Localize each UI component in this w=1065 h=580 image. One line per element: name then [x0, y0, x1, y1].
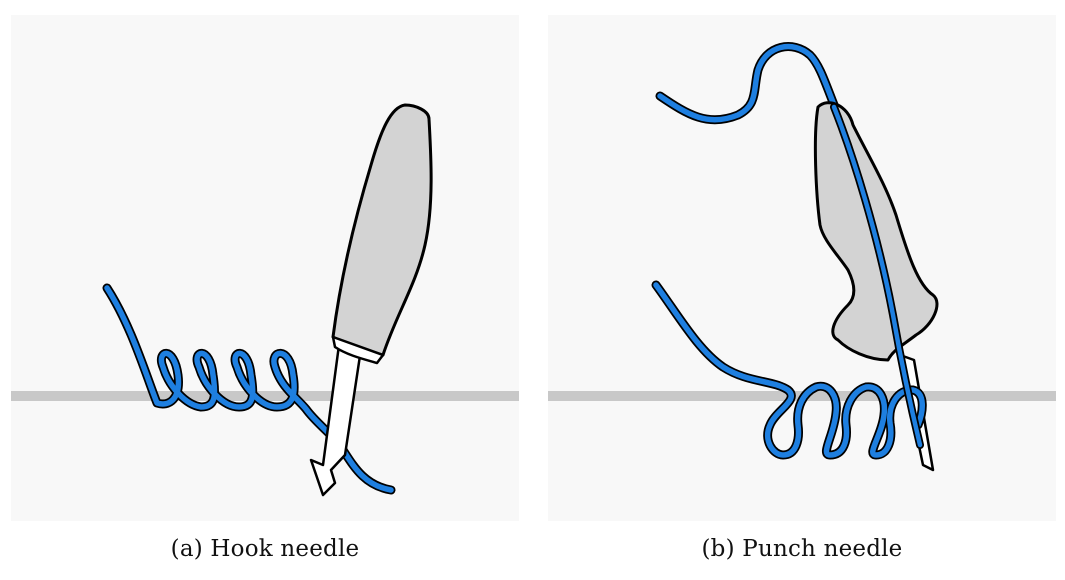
punch-needle-diagram	[548, 42, 1056, 472]
needle-shaft	[309, 343, 363, 497]
hook-needle-panel	[11, 15, 519, 521]
punch-needle-panel	[548, 15, 1056, 521]
caption-hook-needle: (a) Hook needle	[170, 536, 360, 562]
yarn-top	[655, 42, 841, 125]
hook-needle-diagram	[11, 103, 519, 497]
hook-needle	[309, 103, 433, 497]
yarn-loops	[102, 283, 396, 495]
yarn-loops	[651, 103, 927, 460]
needle-handle	[331, 103, 433, 357]
caption-punch-needle: (b) Punch needle	[701, 536, 903, 562]
